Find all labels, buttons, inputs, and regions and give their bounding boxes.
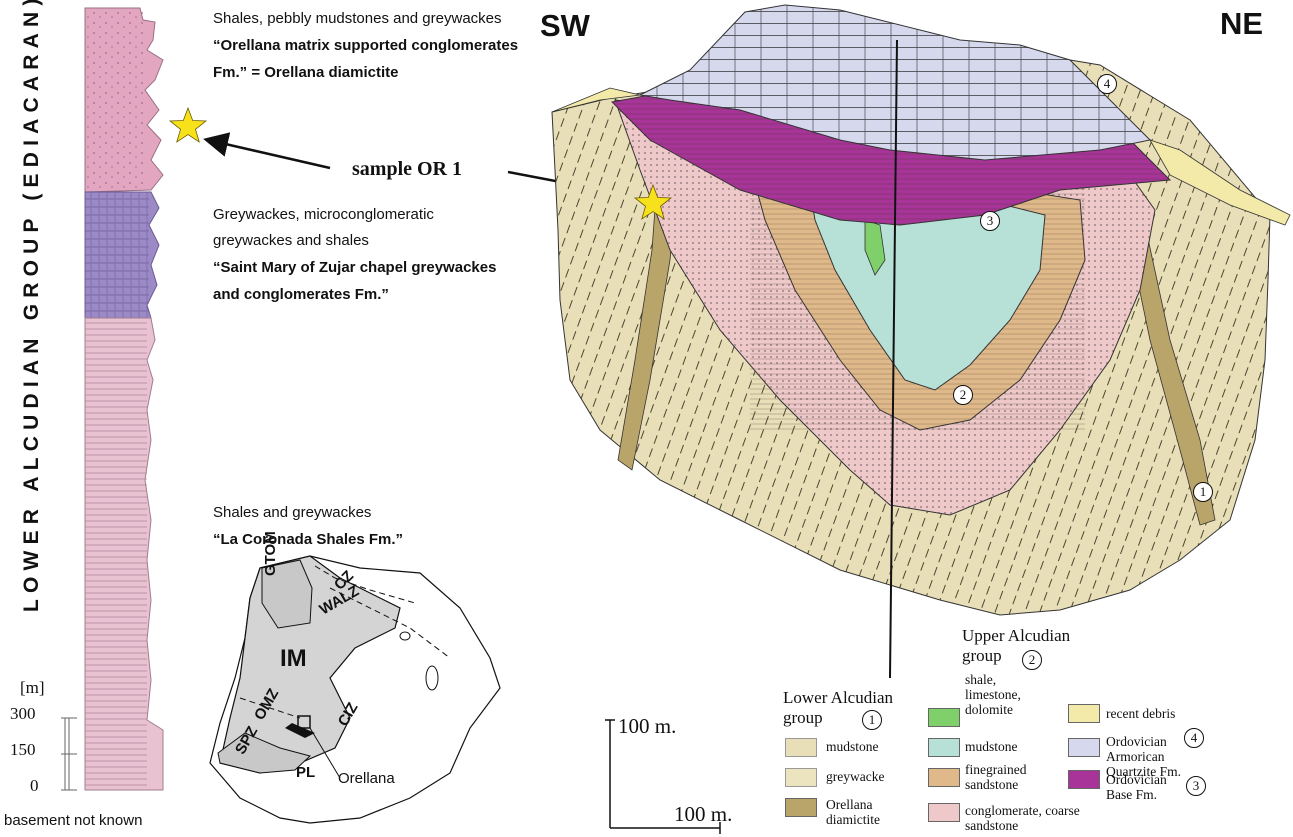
marker-2: 2 [953, 385, 973, 405]
swatch-upper-mudstone [928, 738, 960, 757]
zone-pl: PL [296, 764, 315, 781]
swatch-diamictite [785, 798, 817, 817]
swatch-sandstone [928, 768, 960, 787]
swatch-quartzite [1068, 738, 1100, 757]
inset-map [200, 548, 560, 833]
swatch-limestone [928, 708, 960, 727]
horizontal-scale-label: 100 m. [674, 802, 732, 827]
legend-diamictite: Orellana diamictite [826, 797, 886, 827]
locality-orellana: Orellana [338, 770, 395, 787]
legend-limestone: shale, limestone, dolomite [965, 672, 1027, 717]
marker-3: 3 [980, 211, 1000, 231]
legend-lower-number: 1 [862, 710, 882, 730]
arrow-to-column [208, 140, 330, 168]
legend-greywacke: greywacke [826, 769, 884, 784]
marker-4: 4 [1097, 74, 1117, 94]
legend-debris: recent debris [1106, 706, 1175, 721]
vertical-scale-label: 100 m. [618, 714, 676, 739]
legend-sandstone: finegrained sandstone [965, 762, 1045, 792]
legend-upper-mudstone: mudstone [965, 739, 1018, 754]
zone-gtom: GTOM [262, 531, 279, 576]
zone-im: IM [280, 645, 307, 673]
legend-conglomerate: conglomerate, coarse sandstone [965, 803, 1085, 833]
swatch-mudstone [785, 738, 817, 757]
swatch-base [1068, 770, 1100, 789]
swatch-greywacke [785, 768, 817, 787]
swatch-conglomerate [928, 803, 960, 822]
swatch-debris [1068, 704, 1100, 723]
star-icon [168, 106, 208, 146]
legend-lower-title: Lower Alcudian group [783, 688, 923, 728]
marker-1: 1 [1193, 482, 1213, 502]
cross-section [540, 0, 1293, 680]
legend-mudstone: mudstone [826, 739, 879, 754]
legend-base: Ordovician Base Fm. [1106, 772, 1168, 802]
legend-quartzite-number: 4 [1184, 728, 1204, 748]
legend-upper-number: 2 [1022, 650, 1042, 670]
legend-base-number: 3 [1186, 776, 1206, 796]
